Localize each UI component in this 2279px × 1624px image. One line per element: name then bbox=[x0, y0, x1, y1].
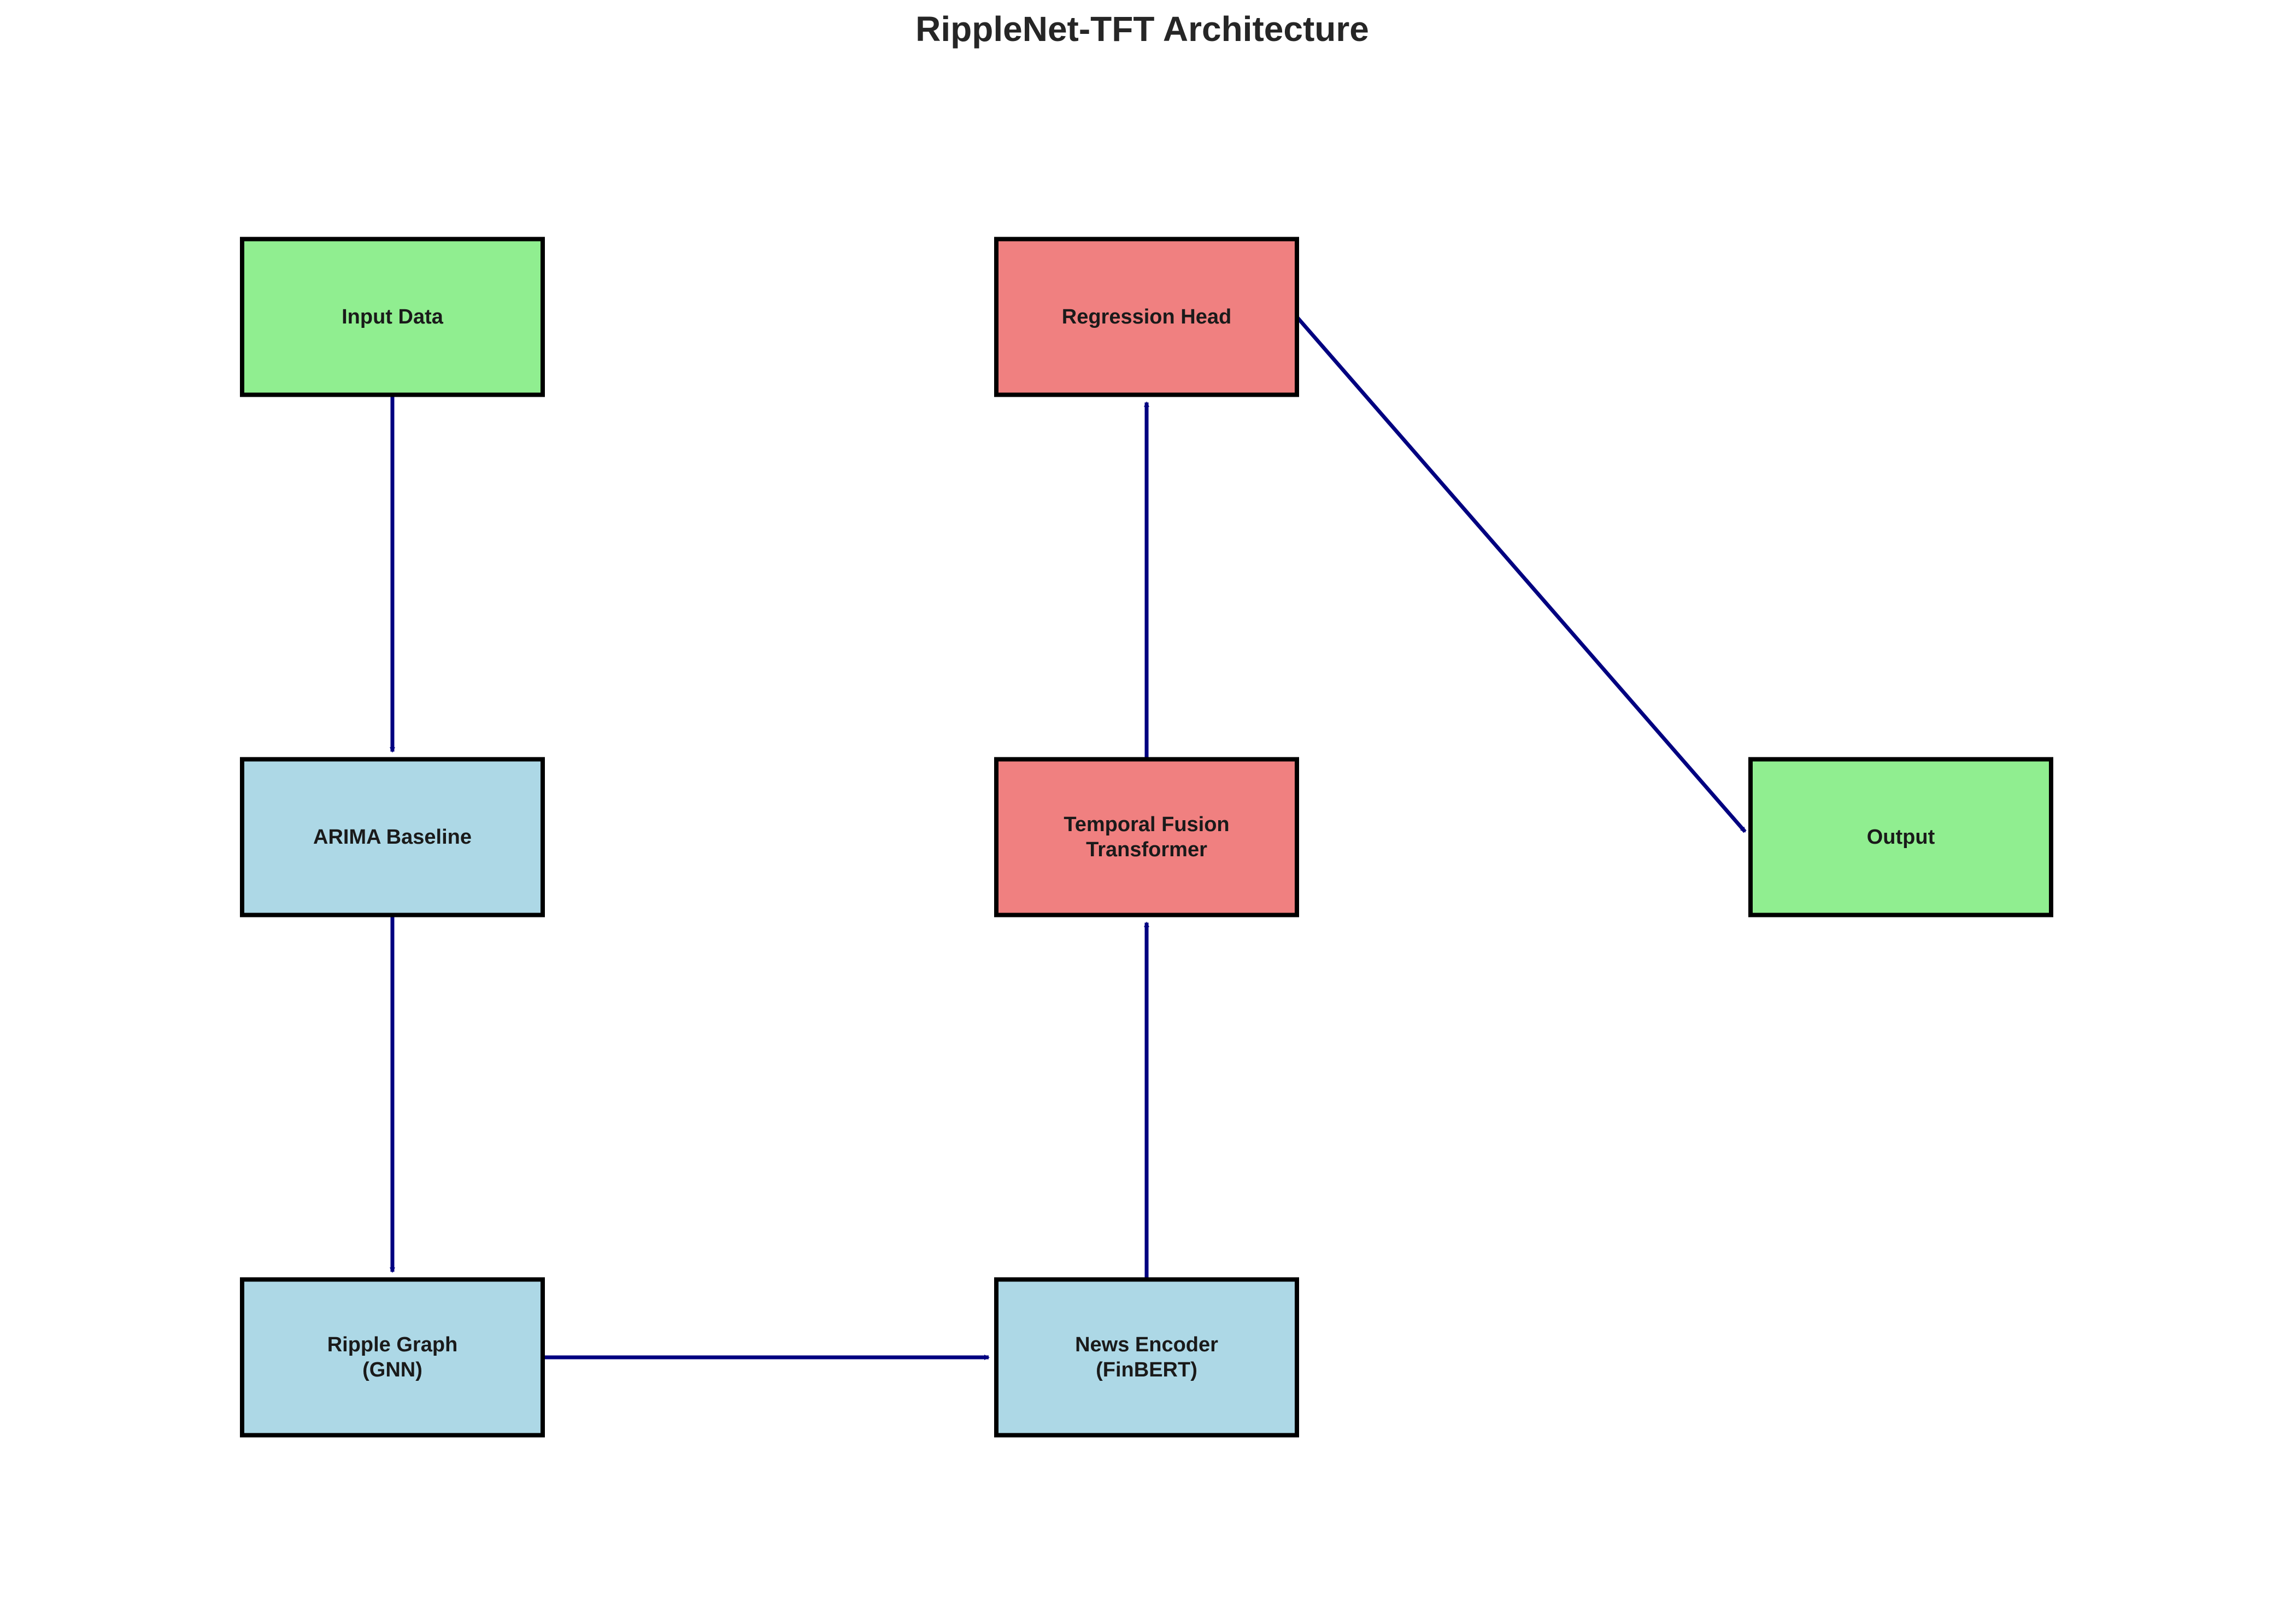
node-box-output bbox=[1748, 757, 2053, 917]
node-label-output: Output bbox=[1867, 826, 1935, 849]
node-label-input: Input Data bbox=[342, 305, 444, 328]
node-box-arima bbox=[240, 757, 545, 917]
node-label-arima: ARIMA Baseline bbox=[313, 826, 472, 849]
node-box-tft bbox=[994, 757, 1299, 917]
node-arima: ARIMA Baseline bbox=[240, 757, 545, 917]
node-ripple: Ripple Graph(GNN) bbox=[240, 1277, 545, 1438]
diagram-title: RippleNet-TFT Architecture bbox=[915, 9, 1369, 49]
node-box-regression bbox=[994, 237, 1299, 397]
node-label-news-line-2: (FinBERT) bbox=[1096, 1358, 1197, 1381]
node-label-ripple-line-2: (GNN) bbox=[362, 1358, 422, 1381]
edges-layer bbox=[390, 315, 1747, 1360]
node-output: Output bbox=[1748, 757, 2053, 917]
node-regression: Regression Head bbox=[994, 237, 1299, 397]
node-label-regression: Regression Head bbox=[1062, 305, 1231, 328]
node-box-ripple bbox=[240, 1277, 545, 1438]
node-box-input bbox=[240, 237, 545, 397]
arrow-regression-to-output bbox=[1295, 315, 1747, 833]
node-label-news-line-1: News Encoder bbox=[1075, 1333, 1218, 1356]
node-input: Input Data bbox=[240, 237, 545, 397]
node-news: News Encoder(FinBERT) bbox=[994, 1277, 1299, 1438]
node-box-news bbox=[994, 1277, 1299, 1438]
node-label-tft-line-1: Temporal Fusion bbox=[1064, 813, 1229, 836]
node-label-tft-line-2: Transformer bbox=[1086, 838, 1207, 861]
node-label-ripple-line-1: Ripple Graph bbox=[327, 1333, 458, 1356]
